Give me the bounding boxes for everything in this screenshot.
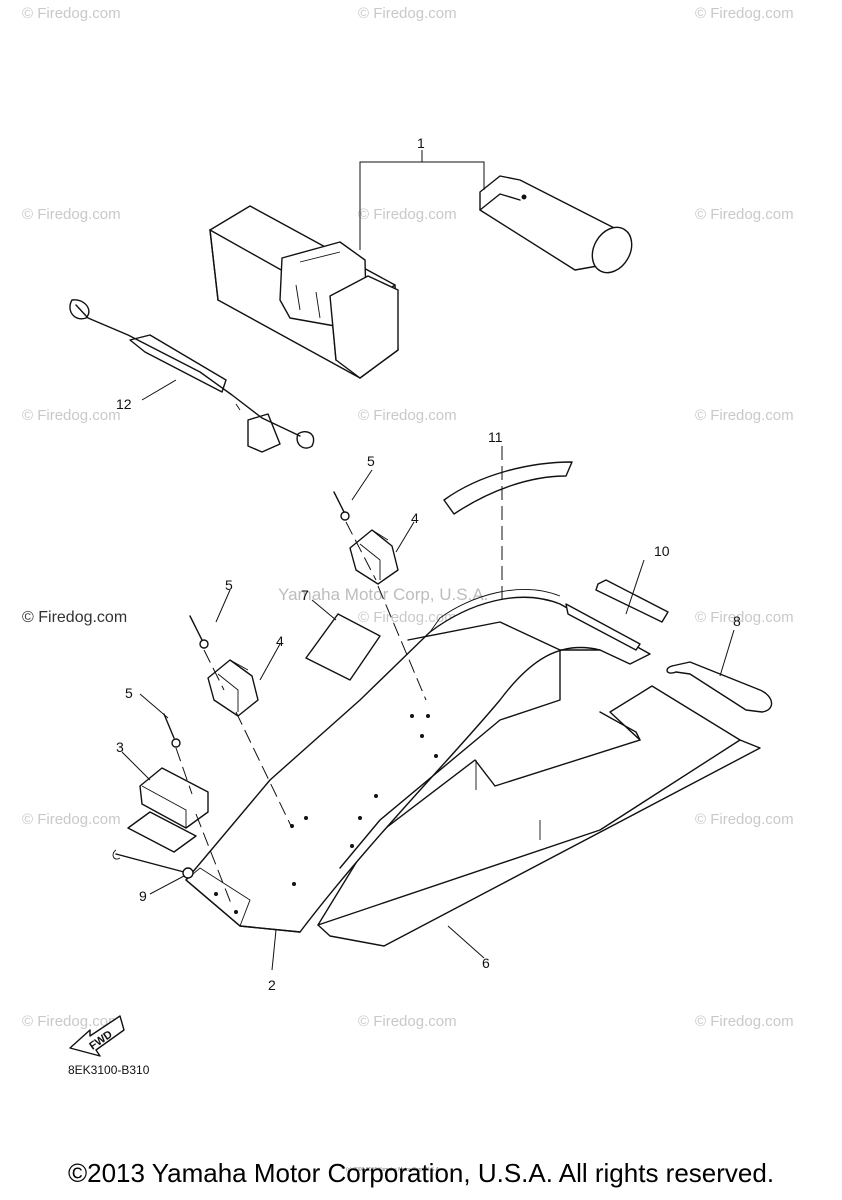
screw-lower (163, 713, 181, 748)
callout-labels: 1 2 3 4 4 5 5 5 6 7 8 9 10 11 12 (116, 135, 741, 993)
watermark: © Firedog.com (358, 609, 457, 626)
seat-label-strip (443, 461, 573, 515)
watermark: © Firedog.com (358, 5, 457, 22)
watermark: © Firedog.com (695, 407, 794, 424)
hook (666, 661, 773, 713)
tie-strip (595, 579, 669, 623)
watermark: © Firedog.com (695, 811, 794, 828)
storage-tray (185, 589, 651, 933)
watermark: © Firedog.com (695, 609, 794, 626)
assembly-lines (175, 521, 427, 907)
callout-1-leader (359, 150, 485, 250)
watermark: © Firedog.com (22, 5, 121, 22)
callout-7: 7 (301, 587, 309, 603)
callout-leaders (121, 379, 735, 971)
bracket-upper (349, 529, 399, 585)
callout-10: 10 (654, 543, 670, 559)
callout-9: 9 (139, 888, 147, 904)
callout-5: 5 (125, 685, 133, 701)
caution-label (305, 613, 381, 681)
callout-12: 12 (116, 396, 132, 412)
watermark: © Firedog.com (22, 407, 121, 424)
watermark: © Firedog.com (22, 609, 127, 626)
watermark: © Firedog.com (358, 407, 457, 424)
tool-pouch (479, 175, 633, 274)
callout-5: 5 (367, 453, 375, 469)
plate (127, 767, 209, 853)
watermark-center: Yamaha Motor Corp, U.S.A. (278, 585, 488, 604)
seat-lock-cable (69, 299, 315, 453)
callout-6: 6 (482, 955, 490, 971)
watermark: © Firedog.com (695, 5, 794, 22)
floor-mat (317, 685, 761, 947)
callout-11: 11 (488, 429, 503, 445)
bracket-lower (207, 659, 259, 717)
watermark: © Firedog.com (22, 206, 121, 223)
watermark: © Firedog.com (22, 1013, 121, 1030)
screw-upper (333, 491, 350, 521)
watermark: © Firedog.com (358, 1013, 457, 1030)
copyright-notice: ©2013 Yamaha Motor Corporation, U.S.A. A… (67, 1158, 775, 1188)
watermark: © Firedog.com (695, 1013, 794, 1030)
screw-mid (189, 615, 209, 649)
watermark: © Firedog.com (22, 811, 121, 828)
watermark: © Firedog.com (358, 206, 457, 223)
tool-case (209, 205, 399, 379)
diagram-code: 8EK3100-B310 (68, 1063, 150, 1077)
callout-4: 4 (276, 633, 284, 649)
callout-8: 8 (733, 613, 741, 629)
watermark: © Firedog.com (695, 206, 794, 223)
callout-3: 3 (116, 739, 124, 755)
callout-5: 5 (225, 577, 233, 593)
callout-4: 4 (411, 510, 419, 526)
pin (112, 849, 194, 879)
small-print: (c) 2000-2016 Yamaha Motor Corp, U.S.A. (346, 1167, 440, 1173)
callout-2: 2 (268, 977, 276, 993)
callout-1: 1 (417, 135, 425, 151)
